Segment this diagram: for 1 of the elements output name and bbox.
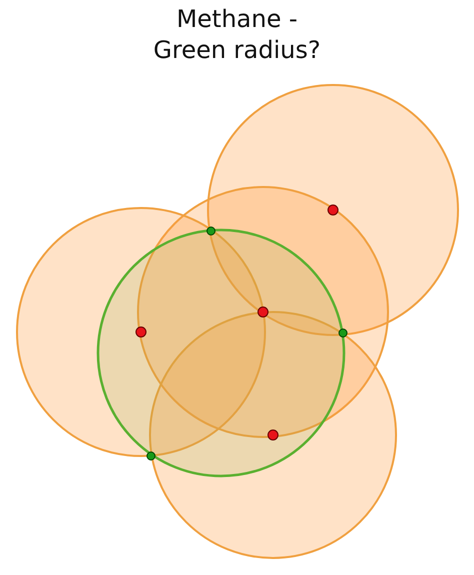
title: Methane - Green radius? bbox=[152, 4, 322, 66]
